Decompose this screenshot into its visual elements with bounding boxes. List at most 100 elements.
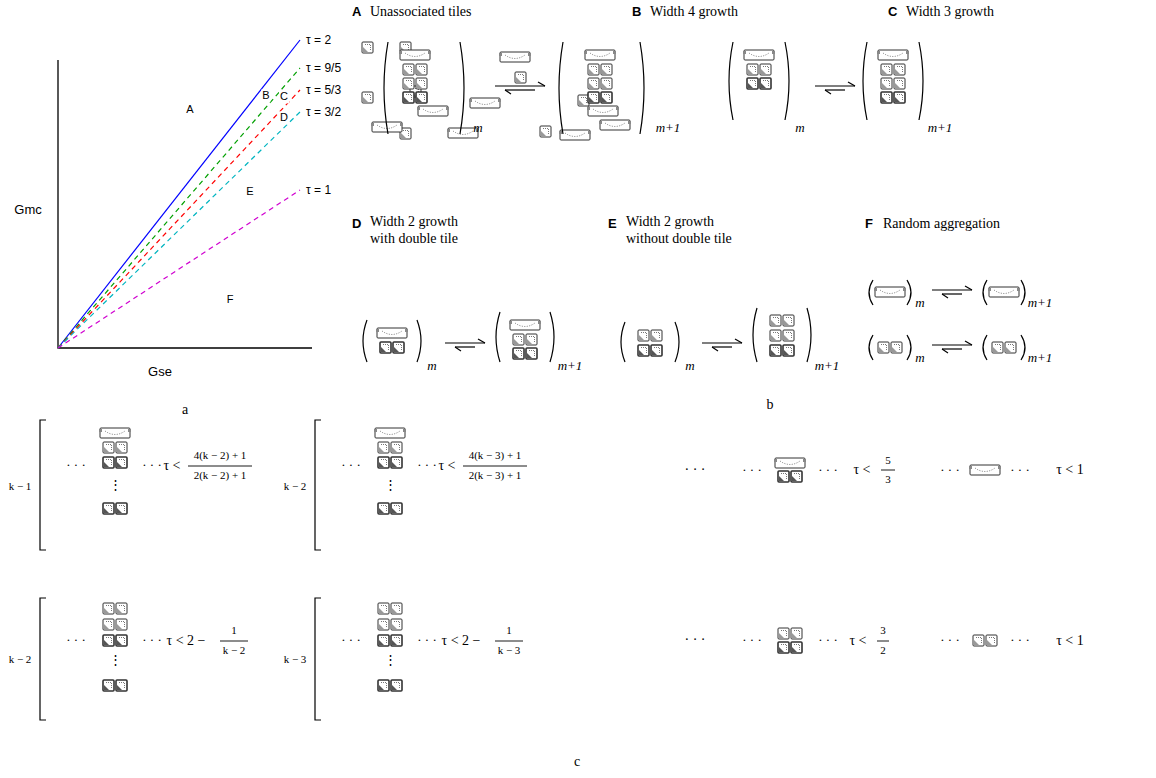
tile-body: [116, 619, 127, 630]
single-tile: [416, 64, 427, 75]
tile-glue: [616, 107, 619, 110]
size-subscript: m+1: [928, 120, 953, 136]
single-tile: [116, 603, 127, 614]
tile-glue: [406, 67, 412, 73]
ellipsis: · · ·: [66, 457, 86, 473]
ellipsis: · · ·: [66, 632, 86, 648]
tile-body: [362, 42, 373, 53]
tile-glue: [392, 608, 397, 613]
reaction-panels: [362, 42, 1025, 362]
parenthesis: [460, 42, 464, 134]
tile-glue: [803, 459, 806, 462]
single-tile: [973, 635, 984, 646]
single-tile: [651, 330, 662, 341]
tile-body: [391, 635, 402, 646]
parenthesis: [559, 42, 563, 134]
tile-glue: [104, 685, 109, 690]
tile-body: [393, 342, 404, 353]
double-tile: [988, 287, 1020, 297]
single-tile: [103, 503, 114, 514]
parenthesis: [869, 280, 873, 305]
tile-glue: [527, 353, 532, 358]
tile-glue: [406, 81, 412, 87]
double-tile: [877, 50, 909, 60]
parenthesis: [550, 312, 554, 362]
panel-letter: F: [865, 216, 873, 232]
single-tile: [601, 78, 612, 89]
tile-glue: [405, 329, 408, 332]
tile-body: [638, 330, 649, 341]
tile-glue: [423, 109, 443, 113]
tile-body: [416, 64, 427, 75]
threshold-label: τ < 1: [1056, 633, 1084, 650]
tile-glue: [884, 67, 890, 73]
panel-letter: D: [352, 216, 361, 232]
tile-glue: [417, 83, 422, 88]
ellipsis: ⋮: [109, 652, 122, 668]
single-tile: [760, 78, 771, 89]
single-tile: [783, 345, 794, 356]
tile-glue: [654, 348, 660, 354]
region-label: F: [226, 293, 235, 306]
height-label: k − 1: [9, 480, 32, 493]
axis-label: Gse: [148, 364, 172, 380]
single-tile: [513, 348, 524, 359]
forward-arrow: [965, 341, 972, 345]
single-tile: [601, 92, 612, 103]
tile-body: [778, 642, 789, 653]
tile-glue: [749, 53, 769, 57]
axis-label: Gmc: [14, 202, 41, 218]
tile-glue: [1008, 345, 1014, 351]
tile-glue: [604, 81, 610, 87]
fraction-part: 2: [880, 644, 886, 657]
tile-glue: [382, 331, 402, 335]
tile-glue: [419, 81, 425, 87]
tile-glue: [779, 633, 784, 638]
tile-glue: [403, 429, 406, 432]
tile-body: [891, 342, 902, 353]
tile-glue: [379, 462, 384, 467]
tile-glue: [593, 109, 613, 113]
single-tile: [894, 64, 905, 75]
single-tile: [881, 64, 892, 75]
tile-glue: [786, 333, 792, 339]
tile-glue: [781, 631, 787, 637]
double-tile: [743, 50, 775, 60]
single-tile: [103, 603, 114, 614]
tile-glue: [394, 445, 400, 451]
threshold-stacks: [40, 420, 1001, 720]
single-tile: [116, 457, 127, 468]
single-tile: [526, 348, 537, 359]
tile-glue: [628, 121, 631, 124]
tile-body: [375, 428, 405, 438]
tile-glue: [639, 335, 644, 340]
tile-glue: [772, 51, 775, 54]
tile-glue: [773, 348, 779, 354]
tile-glue: [104, 640, 109, 645]
tile-body: [403, 92, 414, 103]
ellipsis: · · ·: [940, 462, 960, 478]
parenthesis: [807, 308, 811, 362]
tile-glue: [392, 508, 397, 513]
tile-body: [894, 92, 905, 103]
tile-glue: [779, 647, 784, 652]
single-tile: [770, 330, 781, 341]
tile-glue: [784, 335, 789, 340]
height-label: k − 2: [9, 653, 32, 666]
tile-body: [775, 458, 805, 468]
threshold-label: τ < 1: [1056, 462, 1084, 479]
single-tile: [116, 635, 127, 646]
tile-glue: [394, 347, 399, 352]
tile-glue: [403, 131, 409, 137]
tile-glue: [881, 345, 887, 351]
tile-glue: [641, 348, 647, 354]
forward-arrow: [848, 82, 855, 86]
tile-glue: [381, 445, 387, 451]
parenthesis: [621, 322, 625, 362]
tile-glue: [117, 685, 122, 690]
tile-body: [416, 78, 427, 89]
tile-glue: [743, 51, 746, 54]
tile-body: [526, 334, 537, 345]
forward-arrow: [495, 85, 545, 86]
